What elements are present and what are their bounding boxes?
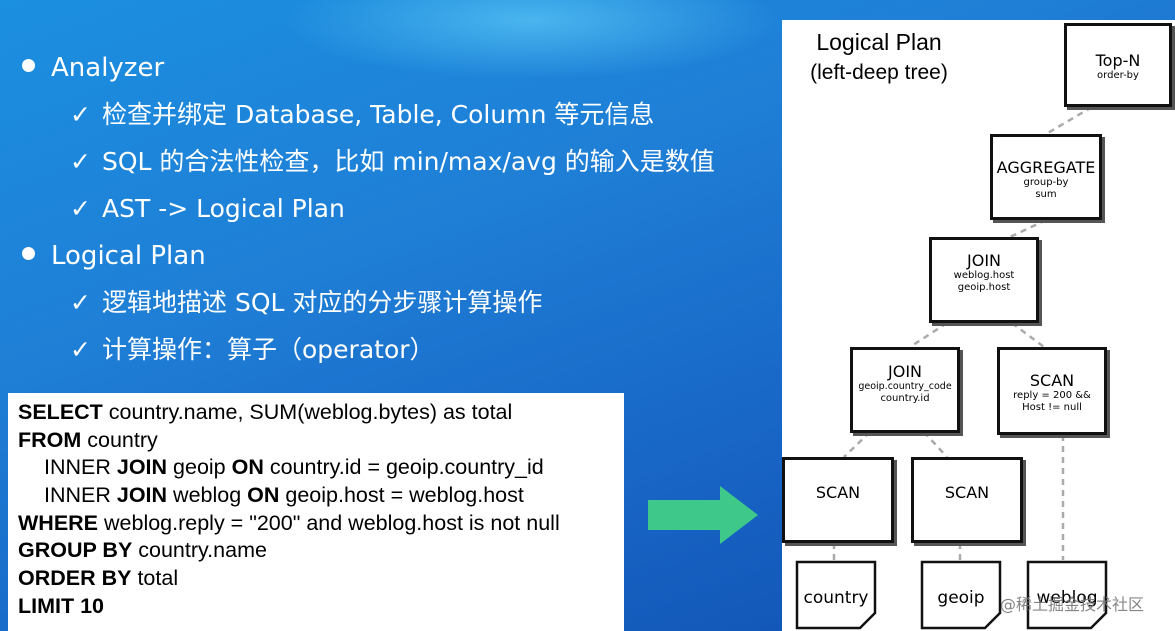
arrow-shape xyxy=(648,486,758,544)
sub-item: ✓ 计算操作：算子（operator） xyxy=(70,335,435,365)
sub-item: ✓ SQL 的合法性检查，比如 min/max/avg 的输入是数值 xyxy=(70,147,715,177)
bullet-logical-plan: Logical Plan xyxy=(22,241,206,271)
sub-item: ✓ 检查并绑定 Database, Table, Column 等元信息 xyxy=(70,100,654,130)
table-doc-shape xyxy=(795,560,877,630)
sql-line-select: SELECT country.name, SUM(weblog.bytes) a… xyxy=(18,400,513,424)
logical-plan-panel: Logical Plan (left-deep tree) Top-N orde… xyxy=(782,20,1175,631)
table-weblog: weblog xyxy=(1036,588,1098,608)
node-join-top: JOIN weblog.host geoip.host xyxy=(929,237,1039,323)
sub-item-text: SQL 的合法性检查，比如 min/max/avg 的输入是数值 xyxy=(102,147,715,176)
check-icon: ✓ xyxy=(70,147,91,176)
sub-item-text: 计算操作：算子（operator） xyxy=(102,335,435,364)
edge-join-scanreply xyxy=(1011,322,1045,348)
sub-item: ✓ AST -> Logical Plan xyxy=(70,194,345,224)
sql-line-join-geoip: INNER JOIN geoip ON country.id = geoip.c… xyxy=(44,455,544,480)
sub-item-text: 检查并绑定 Database, Table, Column 等元信息 xyxy=(102,100,655,129)
plan-title: Logical Plan xyxy=(816,29,942,55)
sql-line-group-by: GROUP BY country.name xyxy=(18,538,267,563)
edge-aggregate-join xyxy=(1009,218,1047,239)
sql-query-box: SELECT country.name, SUM(weblog.bytes) a… xyxy=(8,393,624,631)
node-top-n: Top-N order-by xyxy=(1064,23,1172,107)
table-doc-shape xyxy=(920,560,1002,630)
table-doc-shape xyxy=(1026,560,1108,630)
right-arrow-icon xyxy=(648,486,758,544)
edge-joinleft-scancountry xyxy=(843,431,871,458)
sql-line-where: WHERE weblog.reply = "200" and weblog.ho… xyxy=(18,510,560,535)
plan-edges xyxy=(795,105,1108,630)
node-scan-reply: SCAN reply = 200 && Host != null xyxy=(997,347,1107,435)
sql-line-order-by: ORDER BY total xyxy=(18,566,179,591)
node-scan-geoip: SCAN xyxy=(911,457,1023,543)
sub-item-text: 逻辑地描述 SQL 对应的分步骤计算操作 xyxy=(102,288,543,317)
node-join-left: JOIN geoip.country_code country.id xyxy=(850,347,960,433)
edge-topn-aggregate xyxy=(1045,105,1093,136)
table-country: country xyxy=(803,588,869,608)
check-icon: ✓ xyxy=(70,288,91,317)
sql-line-join-weblog: INNER JOIN weblog ON geoip.host = weblog… xyxy=(44,483,524,508)
background-glow xyxy=(280,0,780,80)
node-scan-country: SCAN xyxy=(782,457,894,543)
edge-join-joinleft xyxy=(909,321,948,349)
sub-item-text: AST -> Logical Plan xyxy=(102,194,345,223)
bullet-label: Analyzer xyxy=(51,53,165,83)
edge-joinleft-scangeoip xyxy=(923,431,948,458)
check-icon: ✓ xyxy=(70,194,91,223)
sub-item: ✓ 逻辑地描述 SQL 对应的分步骤计算操作 xyxy=(70,288,542,318)
bullet-dot-icon xyxy=(22,59,35,72)
bullet-label: Logical Plan xyxy=(51,241,206,271)
check-icon: ✓ xyxy=(70,335,91,364)
bullet-dot-icon xyxy=(22,247,35,260)
node-aggregate: AGGREGATE group-by sum xyxy=(990,134,1102,220)
sql-line-from: FROM country xyxy=(18,427,158,452)
plan-subtitle: (left-deep tree) xyxy=(810,61,948,84)
bullet-list: Analyzer ✓ 检查并绑定 Database, Table, Column … xyxy=(0,0,760,380)
watermark: @稀土掘金技术社区 xyxy=(1000,595,1145,614)
table-geoip: geoip xyxy=(937,588,985,608)
check-icon: ✓ xyxy=(70,100,91,129)
bullet-analyzer: Analyzer xyxy=(22,53,164,83)
sql-line-limit: LIMIT 10 xyxy=(18,593,105,618)
